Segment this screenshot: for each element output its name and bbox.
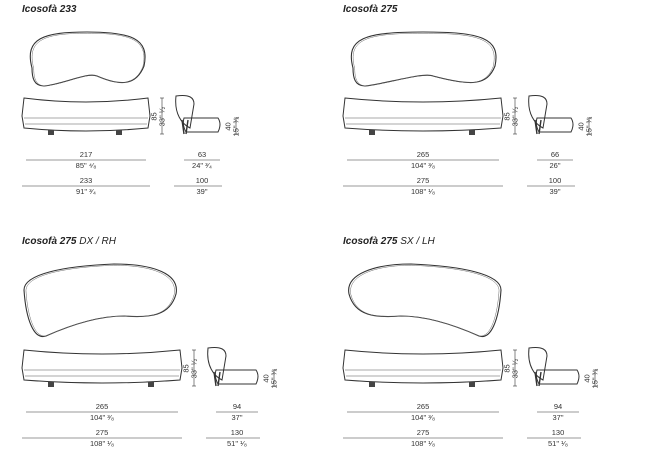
panel-title: Icosofà 275 SX / LH <box>343 236 435 247</box>
front-total-width-cm: 275 <box>95 428 109 437</box>
side-depth-in: 37" <box>231 413 243 422</box>
sofa-drawing <box>342 263 597 439</box>
side-seat-height-in: 15" ³⁄₄ <box>590 368 600 389</box>
front-total-width-cm: 275 <box>416 176 430 185</box>
side-depth-in: 26" <box>549 161 561 170</box>
side-depth-in: 24" ³⁄₄ <box>192 161 212 170</box>
side-depth-cm: 66 <box>550 150 560 159</box>
side-total-depth-cm: 130 <box>551 428 565 437</box>
front-total-width-in: 108" ¹⁄₈ <box>89 439 115 448</box>
panel-title: Icosofà 233 <box>22 4 77 15</box>
front-total-width-cm: 233 <box>79 176 93 185</box>
side-total-depth-in: 39" <box>196 187 208 196</box>
front-total-width-in: 108" ¹⁄₈ <box>410 187 436 196</box>
panel-title: Icosofà 275 DX / RH <box>22 236 116 247</box>
front-total-width-in: 108" ¹⁄₈ <box>410 439 436 448</box>
front-width-cm: 265 <box>95 402 109 411</box>
side-seat-height-in: 15" ³⁄₄ <box>231 116 241 137</box>
sofa-drawing <box>21 31 238 187</box>
side-total-depth-in: 51" ¹⁄₈ <box>227 439 247 448</box>
panel-icosofa-275: Icosofà 275 265 104" ³⁄₈ 275 108" ¹⁄₈ 66 26" 1… <box>342 4 663 234</box>
front-width-in: 104" ³⁄₈ <box>410 413 436 422</box>
sofa-drawing <box>21 263 276 439</box>
side-total-depth-cm: 100 <box>195 176 209 185</box>
panel-icosofa-275-sx-lh: Icosofà 275 SX / LH 265 104" ³⁄₈ 275 108" ¹… <box>342 236 663 466</box>
side-total-depth-in: 39" <box>549 187 561 196</box>
panel-icosofa-275-dx-rh: Icosofà 275 DX / RH 265 104" ³⁄₈ 275 108" ¹… <box>21 236 342 466</box>
front-height-in: 33" ¹⁄₂ <box>189 358 199 379</box>
front-height-in: 33" ¹⁄₂ <box>510 106 520 127</box>
front-width-in: 104" ³⁄₈ <box>410 161 436 170</box>
front-total-width-in: 91" ³⁄₄ <box>76 187 96 196</box>
side-depth-cm: 94 <box>232 402 242 411</box>
front-total-width-cm: 275 <box>416 428 430 437</box>
side-total-depth-cm: 130 <box>230 428 244 437</box>
front-height-in: 33" ¹⁄₂ <box>157 106 167 127</box>
side-seat-height-in: 15" ³⁄₄ <box>584 116 594 137</box>
side-depth-in: 37" <box>552 413 564 422</box>
panel-icosofa-233: Icosofà 233 217 85" ⁴⁄₈ 233 91" ³⁄₄ 63 24" ³⁄… <box>21 4 342 234</box>
side-depth-cm: 94 <box>553 402 563 411</box>
side-depth-cm: 63 <box>197 150 207 159</box>
front-width-in: 104" ³⁄₈ <box>89 413 115 422</box>
side-total-depth-in: 51" ¹⁄₈ <box>548 439 568 448</box>
front-height-in: 33" ¹⁄₂ <box>510 358 520 379</box>
panel-title: Icosofà 275 <box>343 4 398 15</box>
front-width-cm: 265 <box>416 150 430 159</box>
side-total-depth-cm: 100 <box>548 176 562 185</box>
front-width-cm: 217 <box>79 150 93 159</box>
side-seat-height-in: 15" ³⁄₄ <box>269 368 279 389</box>
sofa-drawing <box>342 31 591 187</box>
front-width-cm: 265 <box>416 402 430 411</box>
front-width-in: 85" ⁴⁄₈ <box>75 161 97 170</box>
